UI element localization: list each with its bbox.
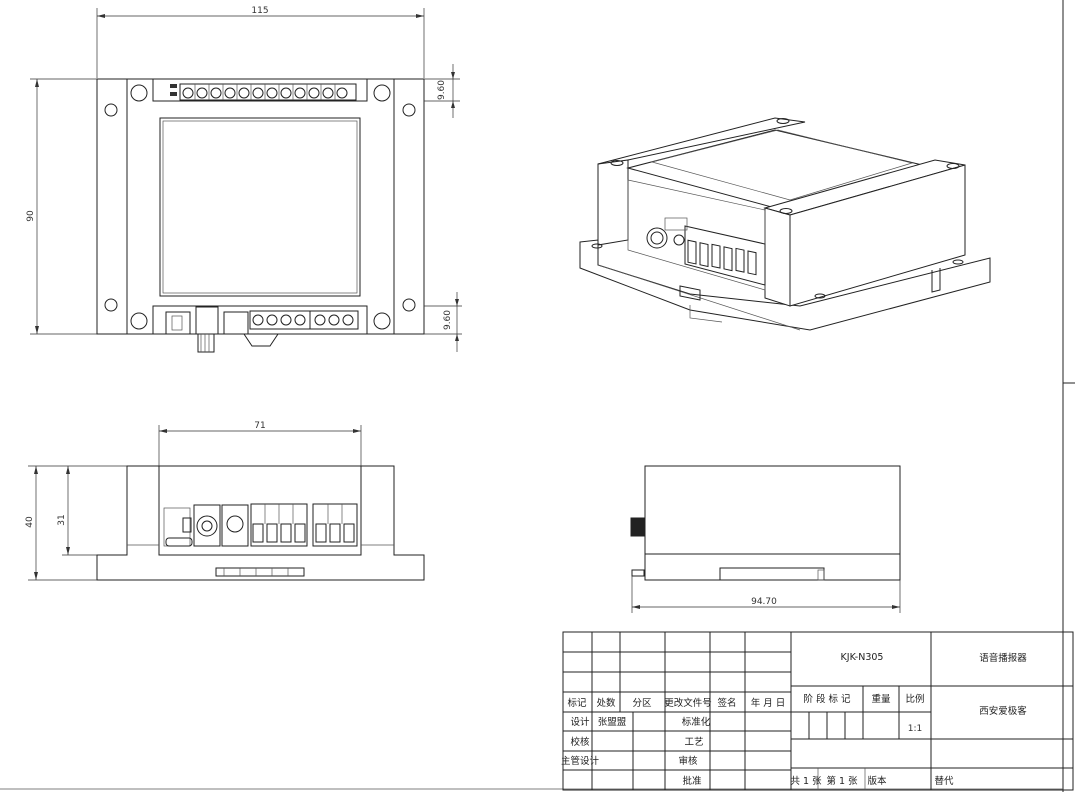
dim-top-gap-lower: 9.60 <box>443 310 453 330</box>
row-lead-design: 主管设计 <box>561 755 600 767</box>
row-approve: 批准 <box>682 775 702 787</box>
footer-sheets-total: 共 1 张 <box>790 776 822 787</box>
side-view: 94.70 <box>630 465 901 613</box>
dim-front-height: 40 <box>25 516 35 528</box>
row-process: 工艺 <box>684 737 703 748</box>
dim-top-gap-upper: 9.60 <box>437 80 447 100</box>
front-view: 71 <box>25 421 425 581</box>
hdr-stage-mark: 阶 段 标 记 <box>803 693 851 705</box>
scale-value: 1:1 <box>908 724 922 734</box>
row-designer: 张盟盟 <box>598 717 627 728</box>
hdr-ratio: 比例 <box>905 693 924 705</box>
hdr-count: 处数 <box>596 697 616 709</box>
bottom-connectors <box>165 306 359 353</box>
hdr-signature: 签名 <box>717 697 736 709</box>
row-check: 校核 <box>570 736 590 748</box>
row-standardization: 标准化 <box>682 716 711 728</box>
dim-front-inner-width: 71 <box>254 421 265 431</box>
hdr-zone: 分区 <box>632 698 652 709</box>
dim-top-height: 90 <box>26 210 36 222</box>
title-block: 标记 处数 分区 更改文件号 签名 年 月 日 设计 张盟盟 标准化 校核 工艺… <box>561 631 1074 791</box>
isometric-view <box>579 117 991 331</box>
footer-replace: 替代 <box>934 775 954 787</box>
hdr-weight: 重量 <box>871 693 891 705</box>
hdr-date: 年 月 日 <box>751 697 786 709</box>
row-review: 审核 <box>678 755 698 767</box>
top-terminal-block <box>170 83 357 101</box>
footer-sheet-no: 第 1 张 <box>826 775 858 787</box>
row-design: 设计 <box>570 716 590 728</box>
iso-terminals <box>646 217 766 286</box>
footer-version: 版本 <box>867 775 887 787</box>
dim-side-width: 94.70 <box>751 597 777 607</box>
dim-front-inner-height: 31 <box>57 514 67 525</box>
hdr-change-doc: 更改文件号 <box>664 697 712 709</box>
front-terminals <box>250 503 358 547</box>
top-view: 115 90 <box>26 6 462 353</box>
company-name: 西安爱极客 <box>979 705 1027 717</box>
hdr-mark: 标记 <box>567 697 587 709</box>
product-name: 语音播报器 <box>979 652 1027 664</box>
product-code: KJK-N305 <box>841 652 884 663</box>
dim-top-width: 115 <box>251 6 268 16</box>
